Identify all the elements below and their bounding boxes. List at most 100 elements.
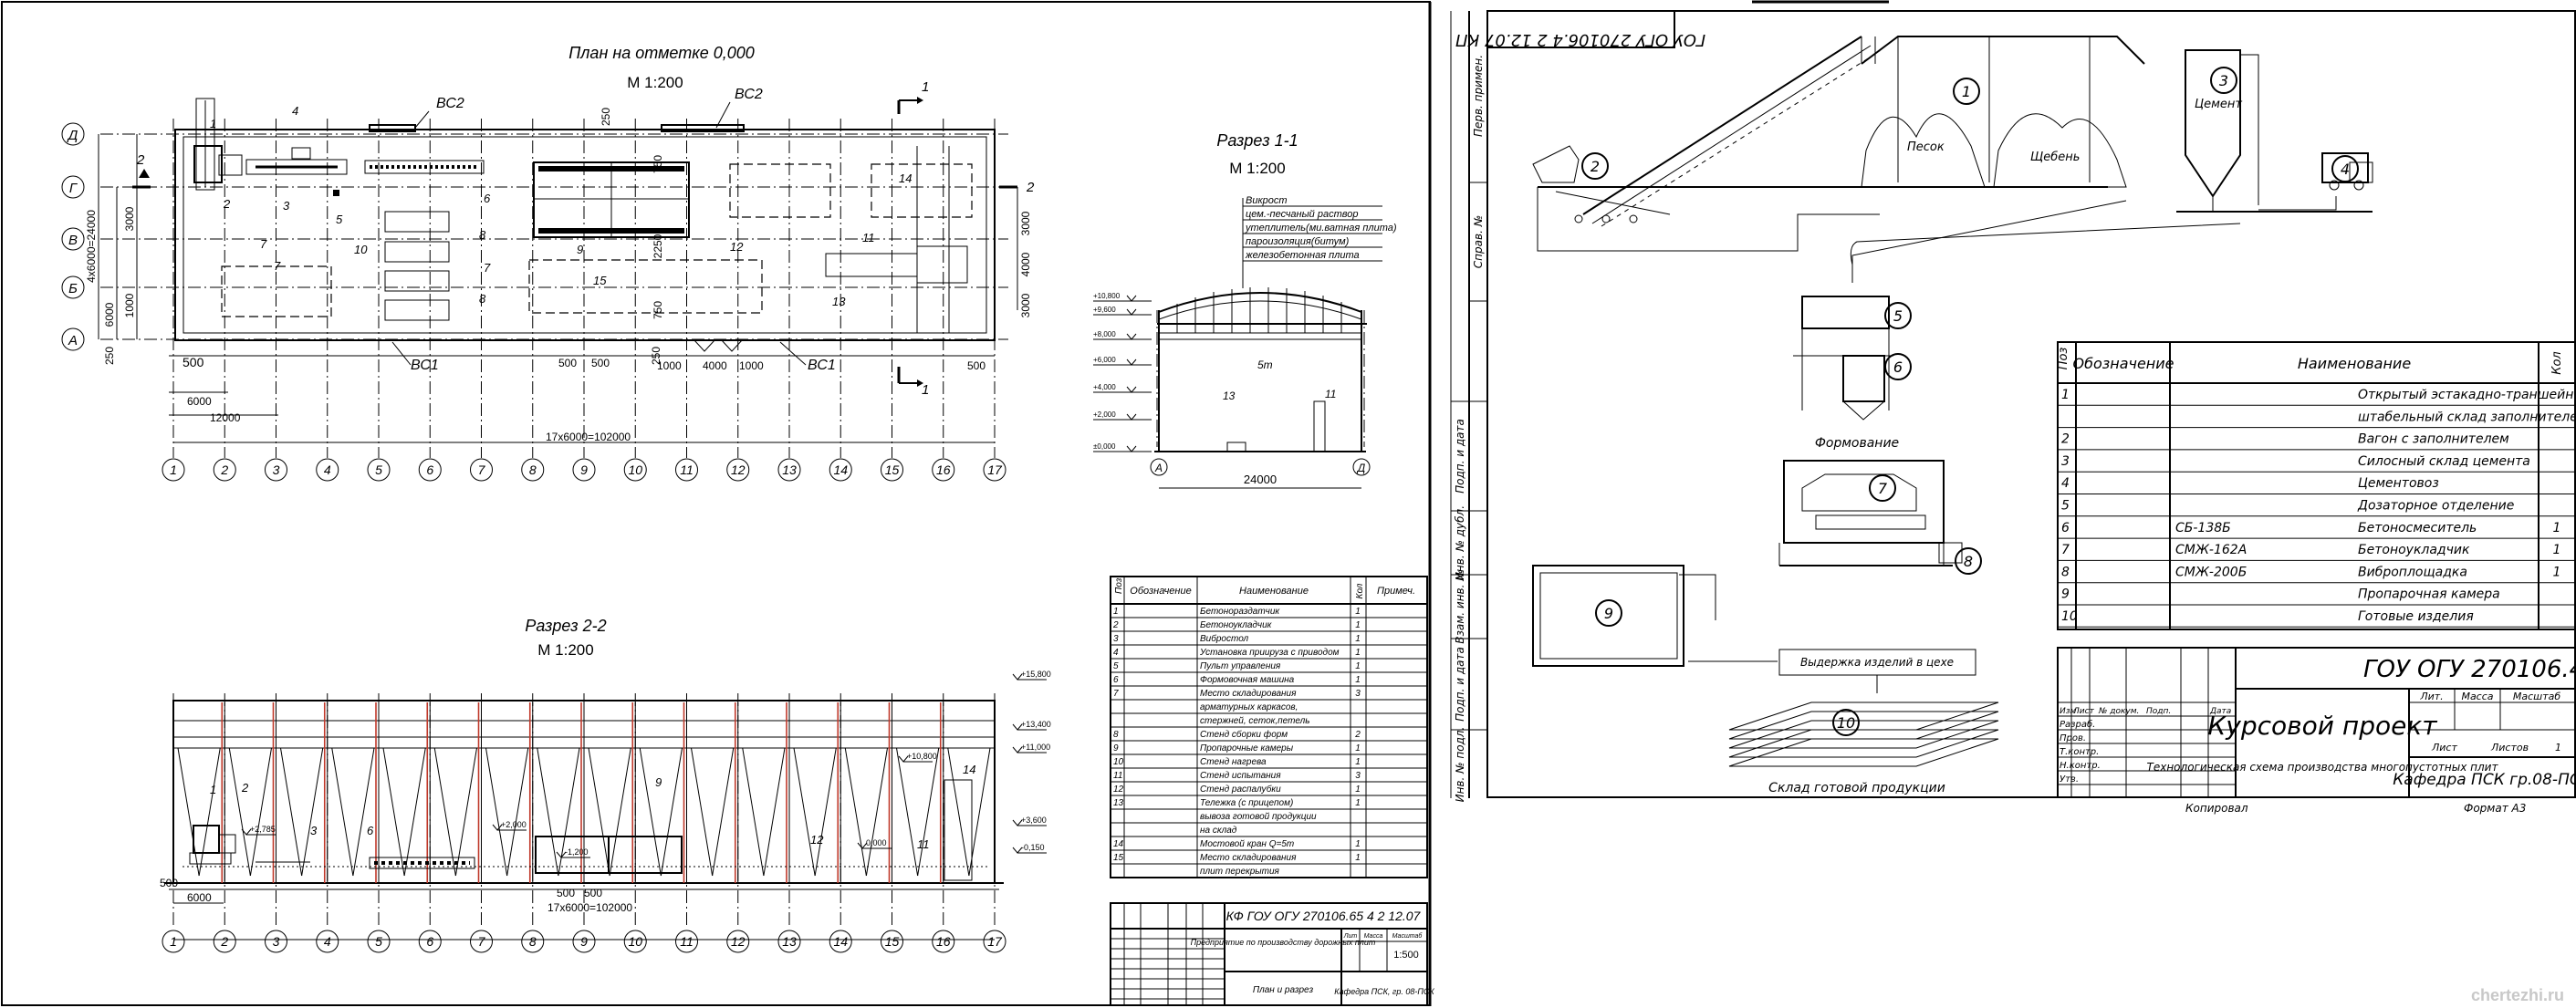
flow-cement-label: Цемент: [2195, 98, 2242, 111]
sec22-axis-label: 10: [628, 934, 642, 949]
plan-title: План на отметке 0,000: [568, 44, 755, 62]
side-strip: Перв. примен. Справ. № Подп. и дата Инв.…: [1451, 11, 1487, 802]
section22-level: +3,600: [1021, 816, 1047, 825]
dim-4000-right: 4000: [1019, 252, 1032, 276]
rspec-name: Бетоноукладчик: [2358, 543, 2470, 557]
dim-250-left: 250: [103, 347, 116, 365]
lspec-qty: 1: [1355, 839, 1361, 849]
eq-6-forming: [364, 160, 485, 174]
lspec-name: стержней, сеток,петель: [1200, 716, 1310, 726]
plan-num-7b: 7: [484, 261, 491, 275]
lspec-pos: 3: [1113, 634, 1119, 644]
lspec-name: на склад: [1200, 826, 1237, 836]
lspec-pos: 14: [1113, 839, 1124, 849]
section11-truss: [1176, 287, 1342, 333]
rstamp-copied: Копировал: [2185, 802, 2248, 815]
flow-bubble-6: [1884, 353, 1912, 380]
plan-num-10: 10: [354, 243, 368, 256]
flow-bubble-label: 5: [1893, 307, 1903, 325]
sec22-axis-label: 1: [170, 934, 177, 949]
row-axis-A: А: [61, 327, 85, 351]
row-axis-D: Д: [61, 122, 85, 146]
lspec-qty: 3: [1355, 689, 1361, 699]
flow-wagon: [1532, 145, 1580, 183]
section22-level: +11,000: [1021, 743, 1050, 752]
flow-gravel-label: Щебень: [2030, 151, 2080, 164]
lspec-pos: 5: [1113, 661, 1119, 671]
dim-1000-left: 1000: [123, 293, 136, 317]
lspec-qty: 1: [1355, 620, 1361, 630]
flow-bubble-10: [1832, 709, 1860, 736]
flow-warehouse-label: Склад готовой продукции: [1768, 781, 1945, 795]
plan-num-14: 14: [899, 171, 912, 185]
section-cut-1-top: 1: [897, 79, 929, 114]
lspec-qty: 1: [1355, 661, 1361, 671]
dim-750-b: 750: [652, 301, 664, 319]
sec22-axis-label: 11: [680, 934, 694, 949]
section11-level: +8,000: [1093, 330, 1116, 338]
section11-roof-layers: Викрост цем.-песчаный раствор утеплитель…: [1242, 195, 1397, 288]
roof-layer-4: пароизоляция(битум): [1246, 236, 1350, 247]
tag-vs1-a: ВС1: [411, 358, 439, 373]
rstamp-role: Пров.: [2060, 733, 2086, 743]
lspec-name: Бетоноукладчик: [1200, 620, 1273, 630]
flow-conveyor-1: [1582, 36, 1862, 215]
sec22-axis-bubble: [521, 930, 545, 953]
rspec-name: Открытый эстакадно-траншейный: [2358, 388, 2576, 402]
sec22-eq-6: [369, 857, 475, 869]
tag-vs2-b: ВС2: [735, 87, 763, 102]
svg-text:А: А: [68, 333, 78, 348]
flow-sand-pile: [1861, 113, 1986, 188]
lspec-h-note: Примеч.: [1377, 586, 1415, 597]
sec22-axis-bubble: [367, 930, 391, 953]
svg-text:Д: Д: [67, 128, 78, 143]
eq-zone-14: [871, 163, 973, 218]
plan-axis-label: 15: [885, 462, 900, 477]
sec22-axis-label: 3: [273, 934, 280, 949]
dim-3000-right: 3000: [1019, 211, 1032, 235]
dim-2250: 2250: [652, 234, 664, 258]
section11-levels: +10,800+9,600+8,000+6,000+4,000+2,000±0,…: [1093, 292, 1152, 452]
plan-axis-bubble: [572, 458, 596, 482]
lspec-name: Пропарочные камеры: [1200, 743, 1294, 753]
sec22-eq-9b: [608, 836, 683, 874]
plan-axis-label: 3: [273, 462, 280, 477]
dim-500-b: 500: [967, 359, 986, 372]
flow-mixer: [1842, 355, 1885, 402]
sec22-dim-500b: 500: [557, 887, 575, 899]
lstamp-mass: Масса: [1364, 933, 1383, 940]
sec22-axis-label: 8: [529, 934, 537, 949]
dim-3000-left: 3000: [123, 206, 136, 231]
eq-8a: [384, 211, 450, 233]
lspec-qty: 1: [1355, 798, 1361, 808]
rstamp-scale: Масштаб: [2513, 691, 2560, 702]
sec22-axis-label: 15: [885, 934, 900, 949]
rspec-name: Дозаторное отделение: [2357, 499, 2514, 514]
lstamp-subject: Предприятие по производству дорожных пли…: [1191, 938, 1376, 947]
lspec-name: Стенд распалубки: [1200, 784, 1281, 795]
flow-aging-label: Выдержка изделий в цехе: [1800, 656, 1954, 669]
plan-axis-label: 1: [170, 462, 177, 477]
section11-item-11: 11: [1325, 388, 1336, 400]
sec22-axis-bubble: [777, 930, 801, 953]
flow-bubble-label: 9: [1604, 605, 1613, 622]
plan-num-13: 13: [832, 295, 846, 308]
rspec-pos: 10: [2061, 609, 2078, 624]
flow-bubble-4: [2331, 155, 2359, 182]
section22-levels: +15,800+13,400+11,000+10,800+3,600+2,000…: [241, 670, 1051, 858]
sec22-num-3: 3: [310, 824, 318, 837]
plan-num-8b: 8: [479, 292, 486, 306]
section-1-1: Разрез 1-1 М 1:200 5т 13 1: [1093, 131, 1397, 489]
plan: Д Г В Б А 4х6000=24000 6000 3000 1000 25…: [61, 79, 1035, 443]
rspec-name: Вагон с заполнителем: [2358, 432, 2509, 447]
dim-4x6000: 4х6000=24000: [85, 210, 98, 283]
flow-product-stack: [1728, 701, 1999, 767]
lspec-pos: 7: [1113, 689, 1119, 699]
rstamp-org: Кафедра ПСК гр.08-ПСК: [2393, 771, 2576, 789]
sec22-axis-bubble: [265, 930, 287, 953]
flow-cement-silo: [2185, 49, 2241, 198]
lspec-qty: 1: [1355, 607, 1361, 617]
sec22-axis-label: 12: [731, 934, 746, 949]
sec22-dim-500c: 500: [584, 887, 602, 899]
